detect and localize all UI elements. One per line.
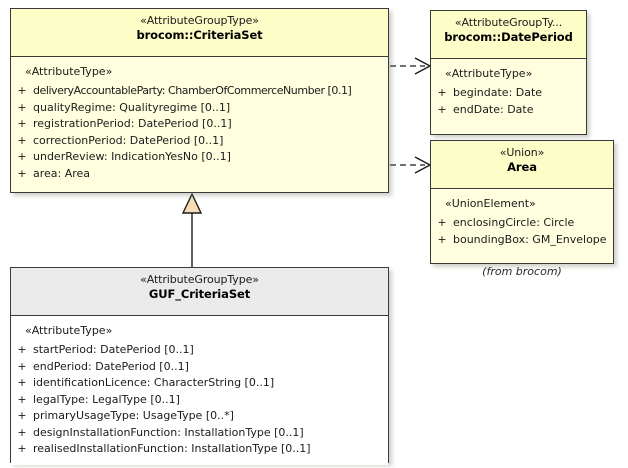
attribute-signature: realisedInstallationFunction: Installati… [33, 442, 311, 455]
class-stereotype: «AttributeGroupType» [140, 273, 259, 286]
attribute-row[interactable]: + identificationLicence: CharacterString… [11, 375, 388, 392]
attribute-row[interactable]: + realisedInstallationFunction: Installa… [11, 441, 388, 458]
class-stereotype: «Union» [499, 146, 545, 159]
attribute-signature: endPeriod: DatePeriod [0..1] [33, 359, 189, 373]
attribute-visibility: + [17, 133, 27, 147]
attribute-signature: endDate: Date [453, 102, 534, 116]
attribute-row[interactable]: + underReview: IndicationYesNo [0..1] [11, 149, 388, 166]
attribute-visibility: + [17, 392, 27, 406]
attribute-row[interactable]: + deliveryAccountableParty: ChamberOfCom… [11, 83, 388, 100]
class-attributes-compartment-guf-criteria-set: «AttributeType» + startPeriod: DatePerio… [11, 316, 388, 465]
class-header-area: «Union» Area [431, 141, 613, 189]
class-box-area[interactable]: «Union» Area «UnionElement» + enclosingC… [430, 140, 614, 264]
attribute-row[interactable]: + startPeriod: DatePeriod [0..1] [11, 342, 388, 359]
attribute-visibility: + [17, 84, 27, 97]
class-stereotype: «AttributeGroupTy... [454, 16, 563, 29]
compartment-stereotype: «AttributeType» [25, 65, 113, 78]
class-name: brocom::CriteriaSet [136, 28, 263, 42]
attribute-visibility: + [17, 100, 27, 114]
attribute-row[interactable]: + enclosingCircle: Circle [431, 215, 613, 232]
attribute-row[interactable]: + designInstallationFunction: Installati… [11, 425, 388, 442]
class-header-criteria-set: «AttributeGroupType» brocom::CriteriaSet [11, 9, 388, 57]
attribute-visibility: + [17, 150, 27, 163]
class-attributes-compartment-date-period: «AttributeType» + begindate: Date + endD… [431, 59, 586, 125]
class-box-guf-criteria-set[interactable]: «AttributeGroupType» GUF_CriteriaSet «At… [10, 267, 389, 465]
attribute-row[interactable]: + area: Area [11, 166, 388, 183]
attribute-signature: enclosingCircle: Circle [453, 216, 575, 229]
attribute-signature: designInstallationFunction: Installation… [33, 425, 304, 439]
attribute-signature: correctionPeriod: DatePeriod [0..1] [33, 133, 224, 147]
class-name: Area [507, 160, 537, 174]
attribute-signature: registrationPeriod: DatePeriod [0..1] [33, 117, 232, 130]
class-header-guf-criteria-set: «AttributeGroupType» GUF_CriteriaSet [11, 268, 388, 316]
class-box-criteria-set[interactable]: «AttributeGroupType» brocom::CriteriaSet… [10, 8, 389, 193]
attribute-signature: boundingBox: GM_Envelope [453, 232, 607, 246]
attribute-signature: begindate: Date [453, 86, 543, 99]
attribute-visibility: + [17, 442, 27, 455]
attribute-row[interactable]: + begindate: Date [431, 85, 586, 102]
attribute-signature: underReview: IndicationYesNo [0..1] [33, 150, 231, 163]
attribute-visibility: + [17, 117, 27, 130]
attribute-signature: startPeriod: DatePeriod [0..1] [33, 343, 194, 356]
attribute-visibility: + [437, 102, 447, 116]
dependency-criteriaset-to-area [390, 156, 432, 174]
attribute-signature: area: Area [33, 166, 91, 180]
attribute-row[interactable]: + endDate: Date [431, 102, 586, 119]
attribute-visibility: + [437, 232, 447, 246]
attribute-visibility: + [17, 166, 27, 180]
attribute-visibility: + [17, 359, 27, 373]
package-origin-caption: (from brocom) [482, 265, 562, 278]
class-attributes-compartment-area: «UnionElement» + enclosingCircle: Circle… [431, 189, 613, 255]
attribute-row[interactable]: + boundingBox: GM_Envelope [431, 232, 613, 249]
attribute-row[interactable]: + qualityRegime: Qualityregime [0..1] [11, 100, 388, 117]
class-header-date-period: «AttributeGroupTy... brocom::DatePeriod [431, 11, 586, 59]
class-attributes-compartment-criteria-set: «AttributeType» + deliveryAccountablePar… [11, 57, 388, 189]
generalization-guf-to-criteriaset [181, 192, 203, 267]
class-stereotype: «AttributeGroupType» [140, 14, 259, 27]
dependency-criteriaset-to-dateperiod [390, 57, 432, 75]
attribute-visibility: + [17, 425, 27, 439]
class-name: brocom::DatePeriod [444, 30, 573, 44]
attribute-signature: qualityRegime: Qualityregime [0..1] [33, 100, 231, 114]
compartment-stereotype: «AttributeType» [445, 67, 533, 80]
attribute-signature: legalType: LegalType [0..1] [33, 392, 180, 406]
attribute-visibility: + [17, 376, 27, 389]
attribute-signature: primaryUsageType: UsageType [0..*] [33, 409, 234, 422]
class-name: GUF_CriteriaSet [148, 287, 251, 301]
attribute-visibility: + [17, 409, 27, 422]
class-box-date-period[interactable]: «AttributeGroupTy... brocom::DatePeriod … [430, 10, 587, 135]
attribute-row[interactable]: + correctionPeriod: DatePeriod [0..1] [11, 133, 388, 150]
attribute-row[interactable]: + primaryUsageType: UsageType [0..*] [11, 408, 388, 425]
attribute-row[interactable]: + registrationPeriod: DatePeriod [0..1] [11, 116, 388, 133]
attribute-visibility: + [17, 343, 27, 356]
attribute-row[interactable]: + legalType: LegalType [0..1] [11, 392, 388, 409]
attribute-signature: deliveryAccountableParty: ChamberOfComme… [33, 84, 352, 97]
compartment-stereotype: «UnionElement» [445, 197, 536, 210]
attribute-row[interactable]: + endPeriod: DatePeriod [0..1] [11, 359, 388, 376]
attribute-visibility: + [437, 86, 447, 99]
compartment-stereotype: «AttributeType» [25, 324, 113, 337]
attribute-signature: identificationLicence: CharacterString [… [33, 376, 275, 389]
attribute-visibility: + [437, 216, 447, 229]
